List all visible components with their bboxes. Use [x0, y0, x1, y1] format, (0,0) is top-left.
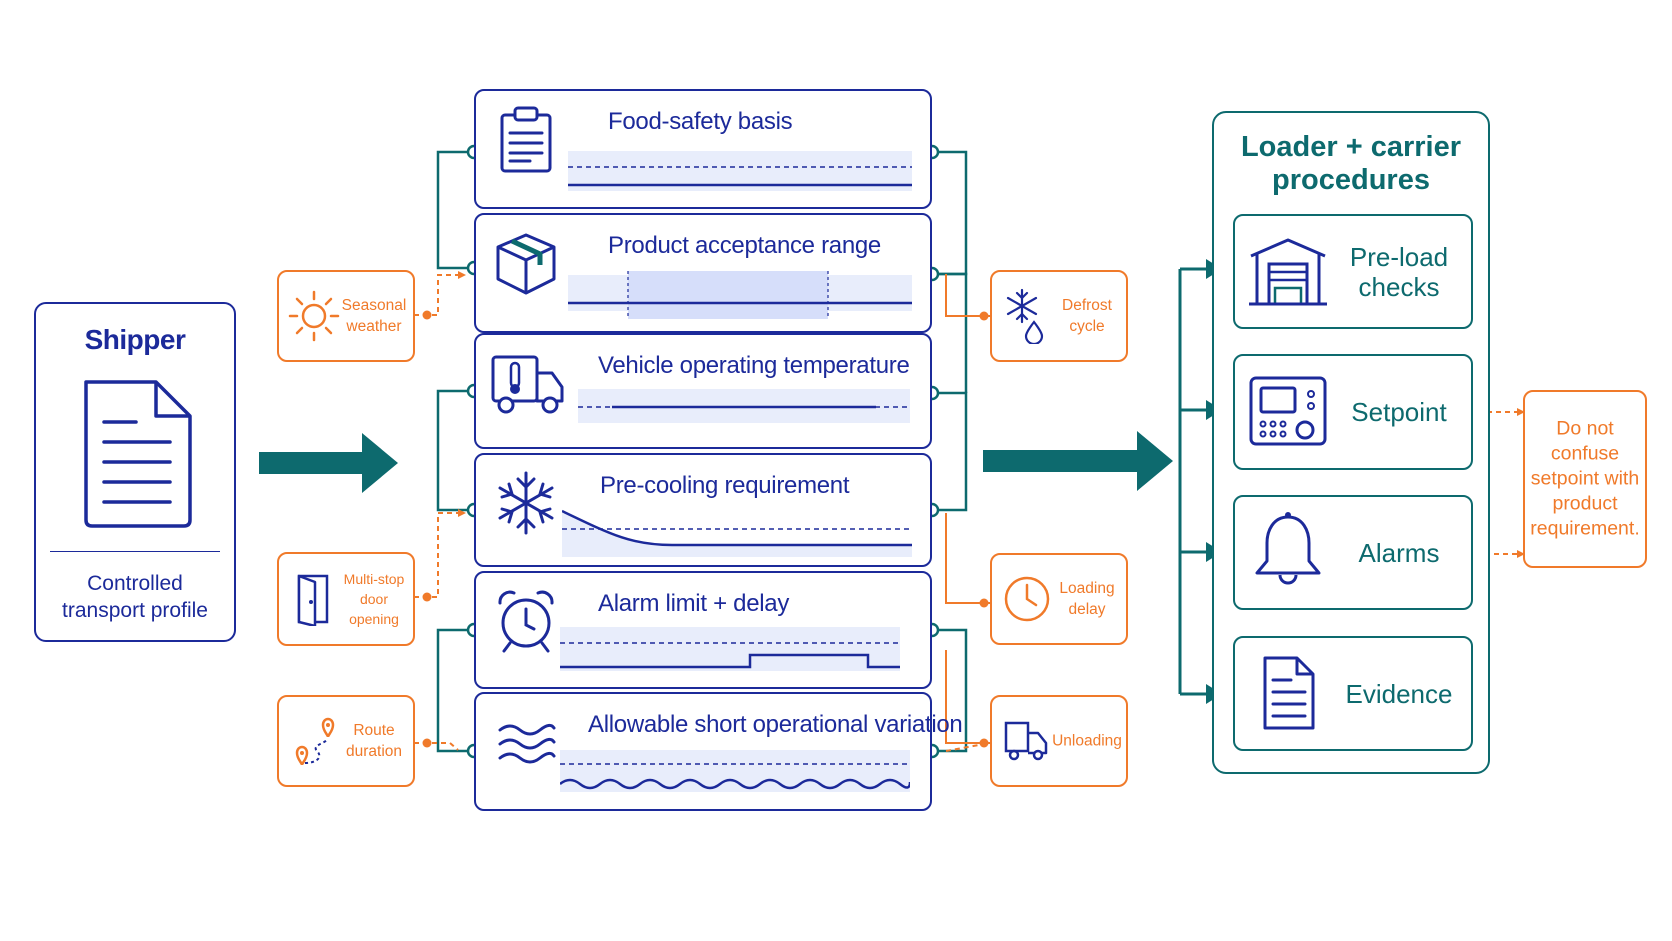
- warning-line4: product: [1552, 492, 1618, 515]
- requirement-allowable-short-variation: Allowable short operational variation: [474, 692, 963, 811]
- pre-cooling-curve-graphic: [562, 509, 912, 557]
- factor-arrowheads: [422, 271, 1525, 748]
- warehouse-icon: [1249, 238, 1327, 306]
- factor-label: Multi-stop door opening: [339, 569, 409, 629]
- factor-label-line1: Defrost: [1062, 297, 1112, 314]
- right-brackets: [932, 150, 968, 753]
- factor-label-line2: cycle: [1069, 318, 1105, 335]
- temperature-band-graphic: [568, 151, 912, 191]
- factor-loading-delay: Loading delay: [990, 553, 1128, 645]
- requirement-food-safety-basis: Food-safety basis: [474, 89, 932, 209]
- factor-label-line2: delay: [1068, 601, 1106, 618]
- factor-label-line2: door opening: [349, 591, 399, 627]
- factor-label-line1: Loading: [1059, 580, 1115, 597]
- procedure-pre-load-checks: Pre-load checks: [1233, 214, 1473, 329]
- shipper-subtitle: Controlled transport profile: [36, 570, 234, 624]
- acceptance-range-graphic: [568, 271, 912, 319]
- shipper-card: Shipper Controlled transport profile: [34, 302, 236, 642]
- factor-label: Unloading: [1052, 731, 1122, 752]
- requirement-label: Allowable short operational variation: [588, 711, 963, 738]
- procedure-tree: [1178, 267, 1210, 696]
- factor-unloading: Unloading: [990, 695, 1128, 787]
- clipboard-icon: [500, 106, 552, 173]
- procedure-alarms: Alarms: [1233, 495, 1473, 610]
- controller-panel-icon: [1249, 376, 1327, 446]
- requirement-label: Product acceptance range: [608, 232, 881, 259]
- sun-icon: [288, 290, 340, 342]
- procedure-label-line1: Alarms: [1358, 537, 1440, 568]
- requirement-alarm-limit-delay: Alarm limit + delay: [474, 571, 932, 689]
- requirement-pre-cooling: Pre-cooling requirement: [474, 453, 932, 567]
- shipper-subtitle-line1: Controlled: [87, 572, 183, 595]
- variation-wave-graphic: [560, 750, 910, 792]
- box-icon: [496, 233, 556, 295]
- alarm-clock-icon: [498, 590, 554, 653]
- warning-line1: Do not: [1556, 417, 1614, 440]
- alarm-threshold-graphic: [560, 627, 900, 671]
- factor-label: Loading delay: [1052, 578, 1122, 620]
- requirement-label: Alarm limit + delay: [598, 590, 790, 617]
- snowflake-icon: [498, 471, 554, 535]
- shipper-divider: [50, 551, 220, 552]
- warning-note: Do not confuse setpoint with product req…: [1523, 390, 1647, 568]
- requirement-label: Vehicle operating temperature: [598, 352, 910, 379]
- loader-title-line1: Loader + carrier: [1240, 131, 1462, 163]
- requirement-label: Food-safety basis: [608, 108, 793, 135]
- loader-title-line2: procedures: [1272, 164, 1430, 196]
- operating-temperature-graphic: [578, 389, 910, 423]
- document-icon: [1263, 656, 1315, 730]
- factor-label-line1: Seasonal: [341, 297, 407, 314]
- left-brackets: [436, 150, 474, 753]
- clock-icon: [1004, 576, 1050, 622]
- bell-icon: [1255, 512, 1321, 585]
- warning-line2: confuse: [1550, 442, 1620, 465]
- document-icon: [84, 380, 192, 528]
- waves-icon: [498, 723, 556, 764]
- factor-label-line2: duration: [345, 743, 402, 760]
- shipper-title: Shipper: [84, 324, 186, 355]
- hand-truck-icon: [1004, 721, 1048, 761]
- factor-label-line1: Multi-stop: [343, 571, 405, 587]
- factor-label-line2: weather: [346, 318, 402, 335]
- warning-line5: requirement.: [1530, 517, 1640, 540]
- factor-label: Seasonal weather: [339, 295, 409, 337]
- factor-label-line1: Unloading: [1052, 732, 1122, 750]
- procedure-label: Alarms: [1331, 538, 1467, 568]
- snowflake-drop-icon: [1006, 288, 1044, 344]
- procedure-label-line2: checks: [1358, 271, 1440, 302]
- route-pin-icon: [295, 717, 335, 766]
- loader-title: Loader + carrier procedures: [1214, 131, 1488, 197]
- shipper-subtitle-line2: transport profile: [62, 599, 208, 622]
- procedure-label-line1: Setpoint: [1351, 397, 1447, 427]
- procedure-setpoint: Setpoint: [1233, 354, 1473, 470]
- factor-route-duration: Route duration: [277, 695, 415, 787]
- procedure-label-line1: Pre-load: [1349, 241, 1449, 272]
- factor-seasonal-weather: Seasonal weather: [277, 270, 415, 362]
- arrow-requirements-to-procedures: [983, 431, 1173, 491]
- procedure-label: Evidence: [1331, 679, 1467, 709]
- factor-defrost-cycle: Defrost cycle: [990, 270, 1128, 362]
- factor-label-line1: Route: [353, 722, 395, 739]
- factor-label: Route duration: [339, 720, 409, 762]
- refrigerated-truck-icon: [491, 355, 564, 414]
- arrow-shipper-to-requirements: [259, 433, 398, 493]
- procedure-evidence: Evidence: [1233, 636, 1473, 751]
- procedure-label: Pre-load checks: [1331, 242, 1467, 302]
- requirement-vehicle-operating-temperature: Vehicle operating temperature: [474, 333, 932, 449]
- door-icon: [297, 574, 329, 626]
- warning-text: Do not confuse setpoint with product req…: [1525, 417, 1645, 542]
- factor-multi-stop-door-opening: Multi-stop door opening: [277, 552, 415, 646]
- procedure-label: Setpoint: [1331, 397, 1467, 427]
- factor-label: Defrost cycle: [1052, 295, 1122, 337]
- requirement-label: Pre-cooling requirement: [600, 472, 850, 499]
- warning-line3: setpoint with: [1530, 467, 1640, 490]
- requirement-product-acceptance-range: Product acceptance range: [474, 213, 932, 333]
- procedure-label-line1: Evidence: [1345, 678, 1453, 709]
